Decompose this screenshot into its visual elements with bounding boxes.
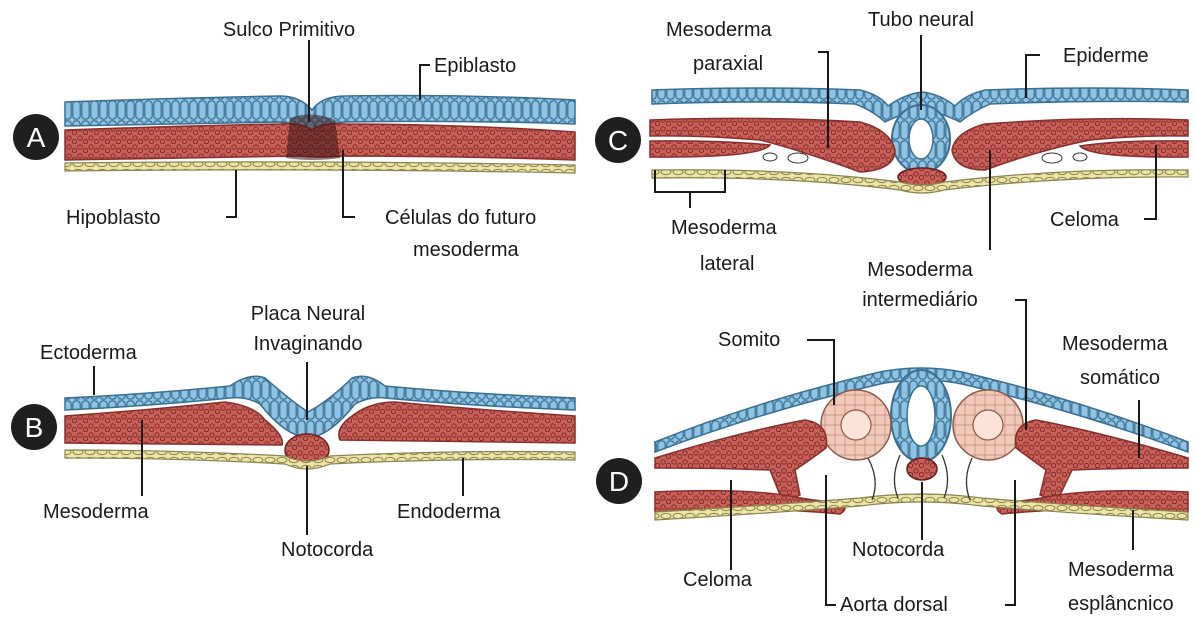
badge-a-label: A [27,122,46,153]
leader-celulas [343,150,355,217]
label-celoma-d: Celoma [683,569,753,591]
label-lateral-l2: lateral [700,253,754,275]
label-notocorda-d: Notocorda [852,539,945,561]
label-ectoderma: Ectoderma [40,342,138,364]
label-espl-l1: Mesoderma [1068,559,1174,581]
label-endoderma: Endoderma [397,501,501,523]
notochord [907,458,937,480]
neural-tube-lumen [907,386,935,446]
dorsal-aorta-left [868,455,900,500]
label-celoma: Celoma [1050,209,1120,231]
label-tubo-neural: Tubo neural [868,9,974,31]
label-epiblasto: Epiblasto [434,55,516,77]
badge-b-label: B [25,412,44,443]
label-placa-l2: Invaginando [254,333,363,355]
coelom-cavity [1042,153,1062,163]
panel-a: A Sulco Primitivo Epiblasto Hipoblasto C… [13,19,575,261]
panel-b: B Placa Neural Invaginando Ectoderma Mes… [11,303,575,561]
label-somatico-l2: somático [1080,367,1160,389]
label-notocorda: Notocorda [281,539,374,561]
somite-right-core [973,410,1003,440]
label-placa-l1: Placa Neural [251,303,366,325]
badge-d-label: D [609,466,629,497]
coelom-cavity [1073,153,1087,161]
label-somatico-l1: Mesoderma [1062,333,1168,355]
label-paraxial-l1: Mesoderma [666,19,772,41]
label-espl-l2: esplâncnico [1068,593,1174,615]
label-epiderme: Epiderme [1063,45,1149,67]
label-aorta: Aorta dorsal [840,594,948,616]
label-intermed-l2: intermediário [862,289,978,311]
label-lateral-l1: Mesoderma [671,217,777,239]
neural-tube-lumen [909,119,933,159]
label-hipoblasto: Hipoblasto [66,207,161,229]
label-celulas-l2: mesoderma [413,239,519,261]
lateral-mesoderm-right [1080,141,1188,157]
somite-left-core [841,410,871,440]
leader-epiblasto [420,65,430,100]
coelom-cavity [763,153,777,161]
leader-hipoblasto [226,170,236,217]
label-intermed-l1: Mesoderma [867,259,973,281]
hypoblast-layer [65,162,575,173]
dorsal-aorta-right [942,455,972,500]
panel-c: C Mesoderma paraxial Tubo neural Epiderm… [595,9,1188,311]
label-mesoderma: Mesoderma [43,501,149,523]
badge-c-label: C [608,125,628,156]
primitive-streak-cells [286,114,340,160]
label-celulas-l1: Células do futuro [385,207,536,229]
label-somito: Somito [718,329,780,351]
lateral-mesoderm-left [650,141,770,157]
panel-d: D Somito Mesoderma somático Celoma Notoc… [596,300,1188,616]
coelom-cavity [788,153,808,163]
label-sulco-primitivo: Sulco Primitivo [223,19,355,41]
label-paraxial-l2: paraxial [693,53,763,75]
